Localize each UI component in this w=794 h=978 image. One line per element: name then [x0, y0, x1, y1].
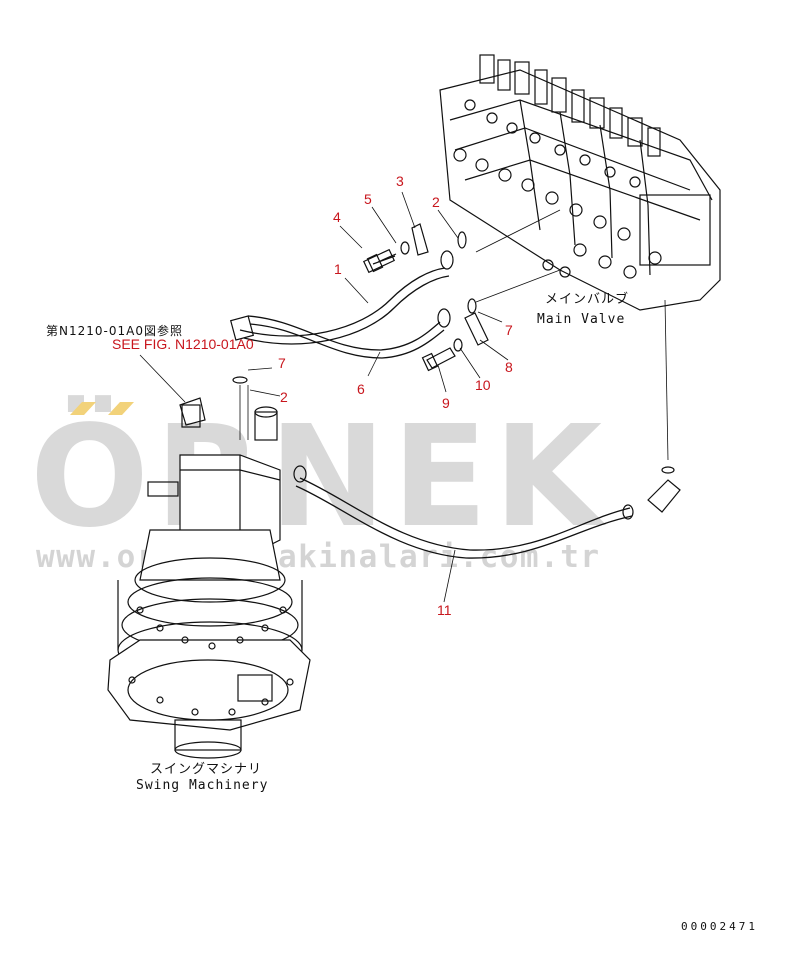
callout-7-right: 7	[505, 322, 513, 338]
callout-6: 6	[357, 381, 365, 397]
watermark-umlaut	[70, 402, 134, 415]
hose-1	[229, 250, 454, 345]
callout-4: 4	[333, 209, 341, 225]
main-valve-drawing	[439, 54, 721, 311]
callout-3: 3	[396, 173, 404, 189]
hose-11	[293, 465, 681, 559]
watermark-url: www.ornekismakinalari.com.tr	[36, 539, 601, 575]
callout-10: 10	[475, 377, 491, 393]
figure-reference-jp: 第N1210-01A0図参照	[46, 324, 183, 338]
callout-2-left: 2	[280, 389, 288, 405]
callout-8: 8	[505, 359, 513, 375]
swing-machinery-drawing	[107, 397, 311, 759]
callout-2-top: 2	[432, 194, 440, 210]
callout-9: 9	[442, 395, 450, 411]
o-ring-2	[232, 376, 248, 384]
callout-11: 11	[437, 602, 452, 618]
callout-7-left: 7	[278, 355, 286, 371]
swing-machinery-label-jp: スイングマシナリ	[150, 762, 263, 777]
drawing-code: 00002471	[681, 920, 758, 933]
watermark-brand: ÖRNEK	[30, 396, 609, 559]
callout-1: 1	[334, 261, 342, 277]
callout-5: 5	[364, 191, 372, 207]
hose-6	[247, 308, 451, 359]
o-ring-right	[661, 466, 675, 474]
leader-lines	[139, 191, 669, 603]
flange-parts	[362, 223, 489, 369]
swing-machinery-label-en: Swing Machinery	[136, 778, 269, 793]
main-valve-label-jp: メインバルブ	[545, 292, 630, 307]
bolts	[366, 253, 439, 372]
main-valve-label-en: Main Valve	[537, 312, 626, 327]
figure-reference-link[interactable]: SEE FIG. N1210-01A0	[112, 336, 254, 352]
